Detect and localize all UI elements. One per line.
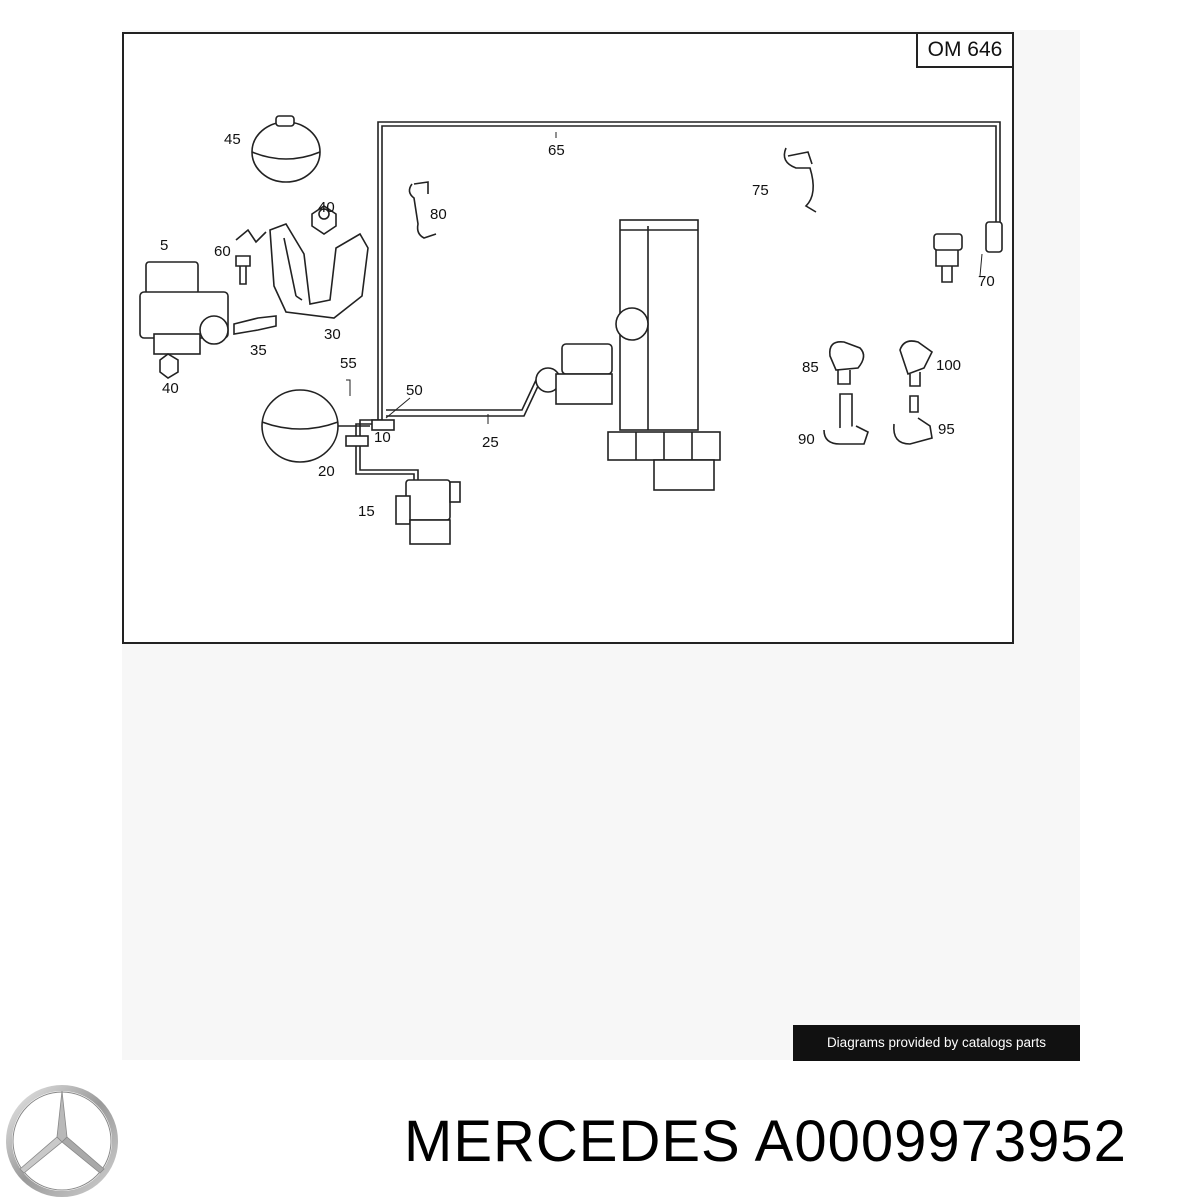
callout-90: 90 <box>798 431 815 448</box>
part-5 <box>145 261 199 295</box>
turbo-actuator <box>561 343 613 375</box>
part-15 <box>405 479 451 521</box>
part-10 <box>371 419 395 431</box>
engine-code-label: OM 646 <box>916 34 1012 68</box>
callout-70: 70 <box>978 273 995 290</box>
callout-10: 10 <box>374 429 391 446</box>
line-65 <box>377 121 1001 352</box>
callout-75: 75 <box>752 182 769 199</box>
part-40-nut <box>311 205 337 235</box>
callout-5: 5 <box>160 237 168 254</box>
part-80 <box>408 183 437 239</box>
part-number: A0009973952 <box>754 1109 1127 1174</box>
callout-100: 100 <box>936 357 961 374</box>
part-95 <box>909 395 919 413</box>
part-35 <box>233 315 277 335</box>
part-30 <box>269 223 369 319</box>
callout-40-top: 40 <box>318 199 335 216</box>
callout-25: 25 <box>482 434 499 451</box>
callout-35: 35 <box>250 342 267 359</box>
part-20 <box>345 435 369 447</box>
callout-45: 45 <box>224 131 241 148</box>
credit-banner: Diagrams provided by catalogs parts <box>793 1025 1080 1061</box>
parts-diagram: 45 40 5 60 30 35 40 55 50 10 20 15 65 80… <box>122 32 1014 644</box>
callout-30: 30 <box>324 326 341 343</box>
callout-55: 55 <box>340 355 357 372</box>
callout-80: 80 <box>430 206 447 223</box>
part-85 <box>828 340 865 371</box>
part-45 <box>251 121 321 183</box>
part-75 <box>783 147 817 213</box>
callout-60: 60 <box>214 243 231 260</box>
brand-name: MERCEDES <box>404 1109 741 1174</box>
mercedes-star-icon <box>0 1085 124 1197</box>
callout-40-bottom: 40 <box>162 380 179 397</box>
part-70 <box>985 221 1003 253</box>
callout-85: 85 <box>802 359 819 376</box>
callout-95: 95 <box>938 421 955 438</box>
part-100 <box>899 340 934 376</box>
part-60 <box>235 255 251 285</box>
part-90 <box>839 393 853 431</box>
callout-65: 65 <box>548 142 565 159</box>
callout-20: 20 <box>318 463 335 480</box>
callout-50: 50 <box>406 382 423 399</box>
part-title: MERCEDES A0009973952 <box>404 1102 1194 1182</box>
callout-15: 15 <box>358 503 375 520</box>
